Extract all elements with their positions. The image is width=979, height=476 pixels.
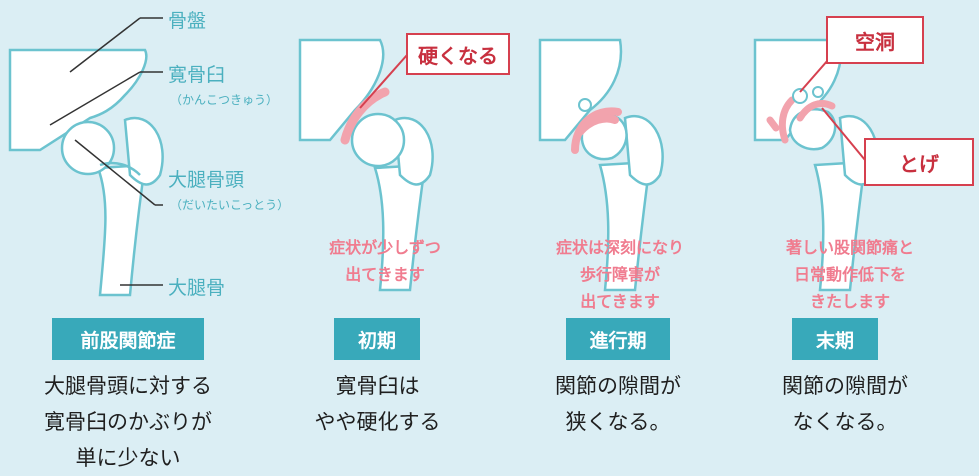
callout-spur: とげ xyxy=(864,138,974,186)
cavity-4 xyxy=(792,88,808,104)
symptom-line: 症状は深刻になり xyxy=(555,238,684,257)
stage-label-terminal: 末期 xyxy=(792,318,878,360)
narrowing-lesion-3 xyxy=(571,107,622,154)
symptom-stage-2: 症状が少しずつ 出てきます xyxy=(300,234,470,288)
label-femur: 大腿骨 xyxy=(168,277,226,299)
description-line: 単に少ない xyxy=(75,446,181,470)
label-pelvis: 骨盤 xyxy=(168,10,207,32)
label-femoral-head: 大腿骨頭 xyxy=(168,169,245,191)
description-line: 大腿骨頭に対する xyxy=(44,374,212,398)
callout-pointer-hardening xyxy=(359,54,408,109)
description-line: 関節の隙間が xyxy=(782,374,908,398)
stage-label-advanced: 進行期 xyxy=(566,318,670,360)
symptom-line: 日常動作低下を xyxy=(793,265,906,284)
hip-joint-stage-1 xyxy=(8,48,164,297)
description-line: 関節の隙間が xyxy=(555,374,681,398)
description-line: 寛骨臼のかぶりが xyxy=(44,410,212,434)
symptom-line: 著しい股関節痛と xyxy=(785,238,914,257)
description-line: なくなる。 xyxy=(792,410,898,434)
small-cavity-3 xyxy=(578,98,592,112)
callout-pointer-cavity xyxy=(799,59,829,93)
symptom-line: 歩行障害が xyxy=(579,265,660,284)
description-stage-4: 関節の隙間が なくなる。 xyxy=(755,368,935,440)
pelvis-bone-3 xyxy=(538,38,623,142)
label-acetabulum: 寛骨臼 xyxy=(168,64,226,86)
description-line: 寛骨臼は xyxy=(335,374,420,398)
label-femoral-head-reading: （だいたいこっとう） xyxy=(170,198,290,212)
trochanter-1 xyxy=(123,116,164,186)
spur-lesion-4 xyxy=(766,96,836,144)
hip-joint-stage-2 xyxy=(298,38,434,292)
callout-hardening: 硬くなる xyxy=(406,33,510,75)
sclerosis-lesion-2 xyxy=(340,87,390,145)
hip-joint-stage-3 xyxy=(538,38,664,292)
leader-lines xyxy=(49,17,163,286)
callout-cavity: 空洞 xyxy=(826,16,924,64)
femur-shaft-1 xyxy=(96,163,147,297)
femur-shaft-3 xyxy=(598,160,652,292)
cavity-4b xyxy=(812,86,824,98)
pelvis-bone-2 xyxy=(298,38,385,142)
description-line: やや硬化する xyxy=(314,410,441,434)
femur-shaft-2 xyxy=(373,163,427,292)
trochanter-3 xyxy=(623,115,664,186)
symptom-line: 出てきます xyxy=(580,292,660,311)
stage-label-early: 初期 xyxy=(334,318,420,360)
description-line: 狭くなる。 xyxy=(565,410,671,434)
description-stage-1: 大腿骨頭に対する 寛骨臼のかぶりが 単に少ない xyxy=(8,368,248,476)
callout-pointer-spur xyxy=(821,107,866,161)
description-stage-3: 関節の隙間が 狭くなる。 xyxy=(528,368,708,440)
pelvis-bone-1 xyxy=(8,48,148,152)
stage-label-pre: 前股関節症 xyxy=(52,318,204,360)
label-acetabulum-reading: （かんこつきゅう） xyxy=(170,93,279,107)
femoral-head-2 xyxy=(350,112,406,168)
symptom-stage-4: 著しい股関節痛と 日常動作低下を きたします xyxy=(760,234,940,315)
femur-shaft-4 xyxy=(813,160,867,292)
symptom-line: 症状が少しずつ xyxy=(329,238,441,257)
symptom-stage-3: 症状は深刻になり 歩行障害が 出てきます xyxy=(530,234,710,315)
symptom-line: 出てきます xyxy=(345,265,425,284)
symptom-line: きたします xyxy=(809,292,890,311)
description-stage-2: 寛骨臼は やや硬化する xyxy=(290,368,465,440)
